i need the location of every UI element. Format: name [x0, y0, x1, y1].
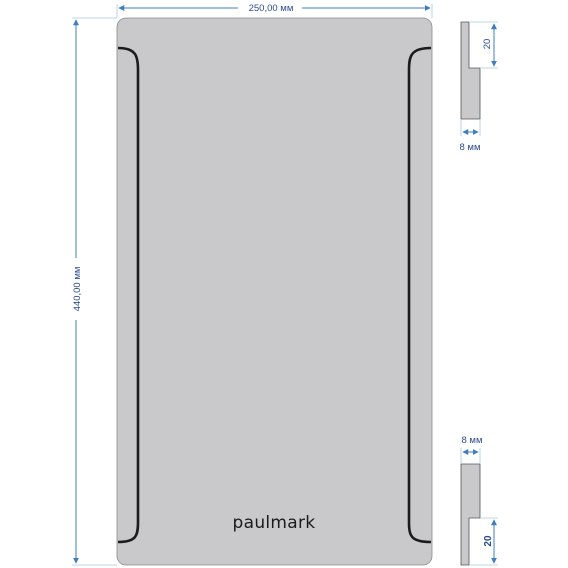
- bottom-detail-height-label: 20: [483, 535, 494, 547]
- panel-front-view: [116, 17, 433, 566]
- width-dimension: 250,00 мм: [116, 1, 433, 18]
- height-dimension: 440,00 мм: [69, 17, 117, 566]
- bottom-profile-section: [460, 463, 481, 566]
- top-detail-thickness-label: 8 мм: [460, 142, 481, 153]
- bottom-profile-detail: 8 мм 20: [460, 435, 498, 566]
- left-handle-groove: [117, 46, 140, 544]
- brand-logo: paulmark: [233, 513, 316, 533]
- height-label: 440,00 мм: [72, 267, 83, 312]
- top-profile-detail: 20 8 мм: [460, 21, 498, 153]
- top-detail-height-label: 20: [482, 39, 493, 50]
- panel-body: [116, 17, 433, 566]
- right-handle-groove: [407, 46, 432, 544]
- bottom-detail-thickness-label: 8 мм: [462, 435, 483, 446]
- top-profile-section: [460, 21, 481, 120]
- width-label: 250,00 мм: [249, 3, 294, 14]
